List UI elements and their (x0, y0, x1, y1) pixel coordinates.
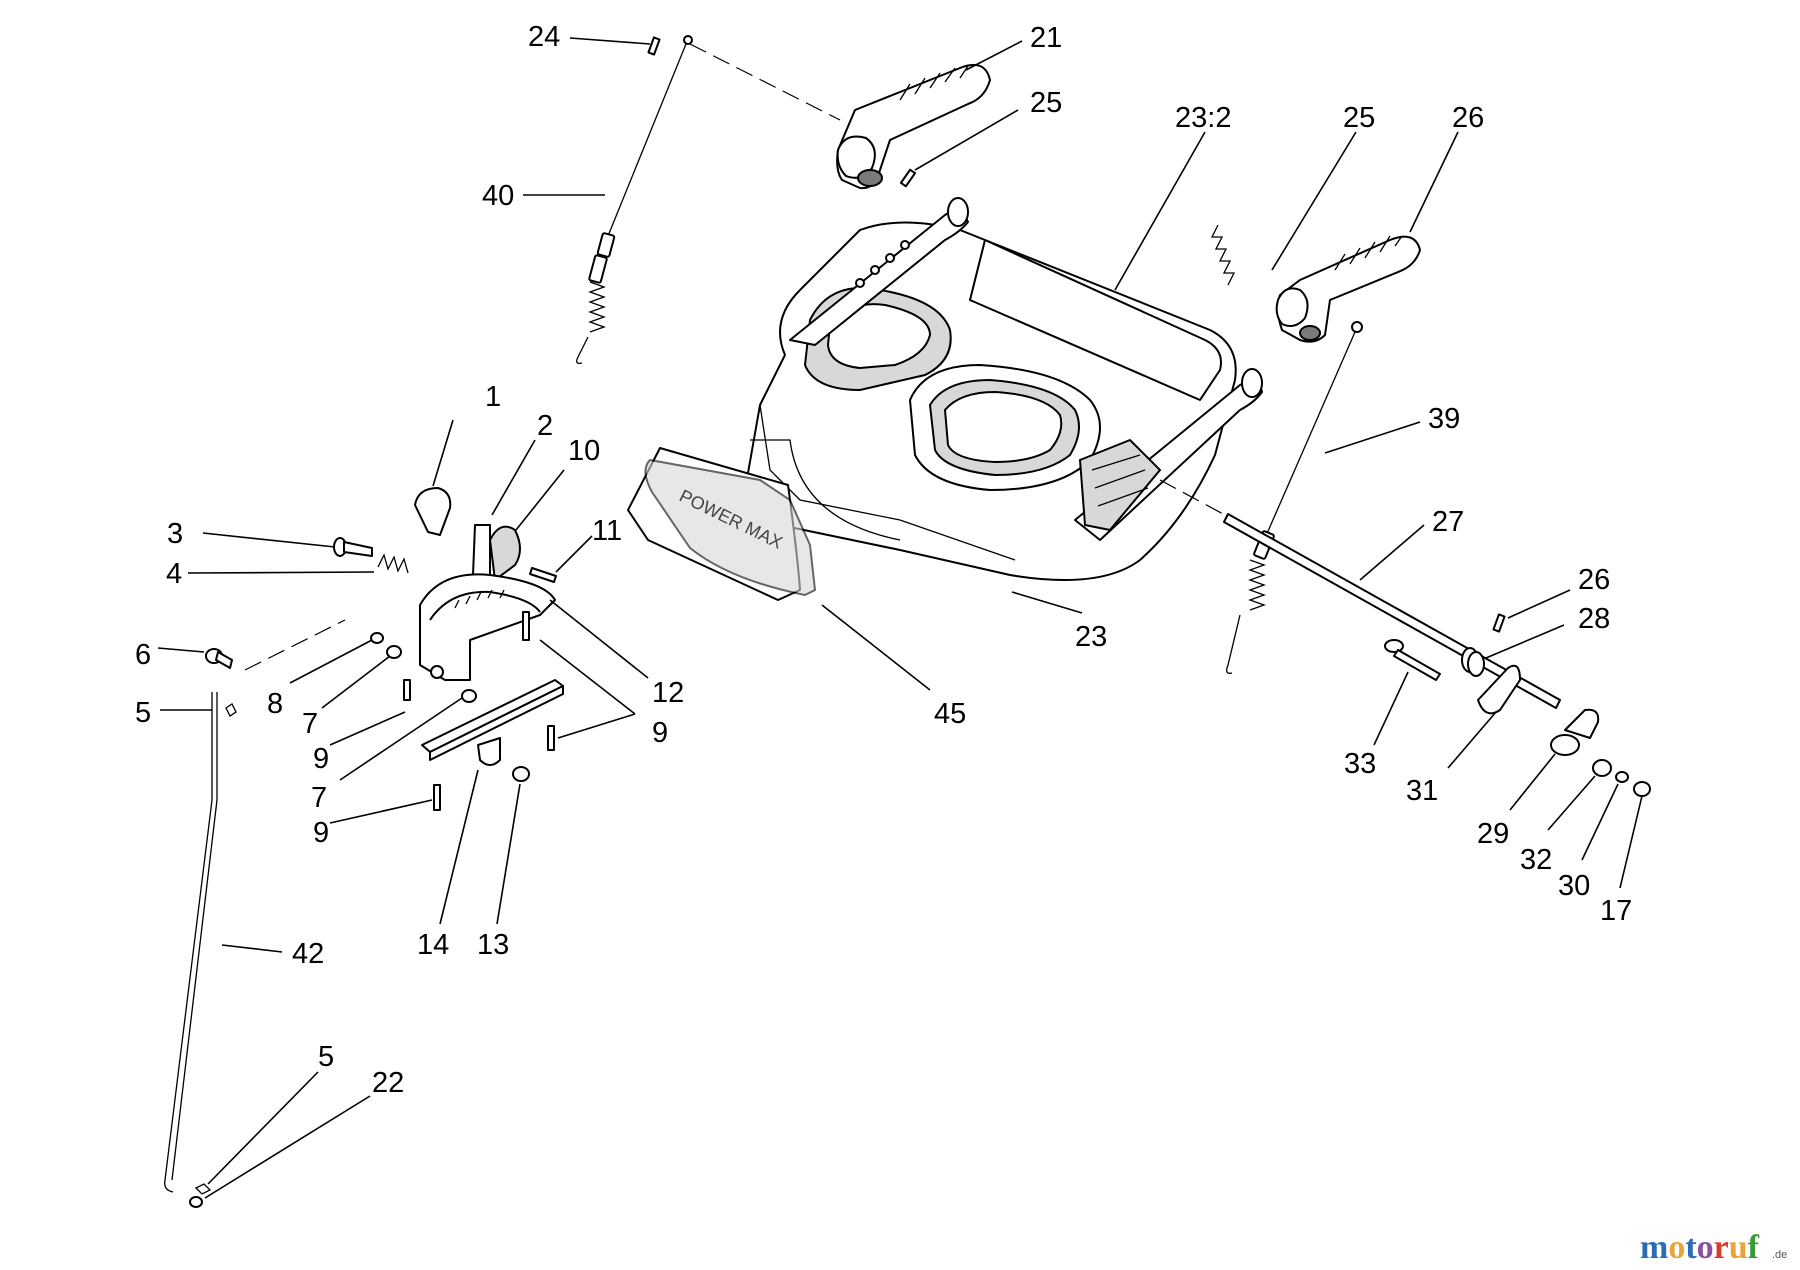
clip-5-part (225, 703, 237, 717)
screw-11-part (529, 567, 557, 583)
bolt-3-part (333, 537, 373, 557)
rod-42-part (164, 692, 218, 1193)
callout-13: 13 (477, 929, 509, 961)
power-max-panel-45: POWER MAX (627, 447, 817, 601)
callout-17: 17 (1600, 895, 1632, 927)
callout-23: 23 (1075, 621, 1107, 653)
bolt-33-part (1384, 639, 1441, 681)
plate-14-part (421, 679, 564, 766)
callout-26: 26 (1452, 102, 1484, 134)
callout-40: 40 (482, 180, 514, 212)
cam-29-part (1550, 708, 1600, 756)
assembly-line (244, 619, 346, 671)
callout-21: 21 (1030, 22, 1062, 54)
callout-8: 8 (267, 688, 283, 720)
callout-32: 32 (1520, 844, 1552, 876)
callout-7: 7 (302, 708, 318, 740)
callout-1: 1 (485, 381, 501, 413)
callout-33: 33 (1344, 748, 1376, 780)
spring-32-part (1592, 759, 1612, 777)
callout-24: 25 (1030, 87, 1062, 119)
watermark-domain: .de (1772, 1249, 1787, 1261)
pin-part (1351, 321, 1363, 333)
callout-2: 2 (537, 410, 553, 442)
shaft-27-part (1159, 479, 1561, 709)
leader-lines (157, 37, 1643, 1199)
callout-27: 27 (1432, 506, 1464, 538)
callout-22: 22 (372, 1067, 404, 1099)
washer-7-part (461, 689, 477, 703)
panel-23-2-part (969, 239, 1222, 401)
watermark-logo: motoruf (1640, 1229, 1760, 1266)
callout-29: 29 (1477, 818, 1509, 850)
connector-6-part (205, 648, 233, 669)
callout-12: 12 (652, 677, 684, 709)
spring-25-part (1210, 224, 1236, 286)
bolt-9-part (433, 784, 441, 811)
washer-30-part (1615, 771, 1629, 783)
callout-42: 42 (292, 938, 324, 970)
callout-3: 3 (167, 518, 183, 550)
callout-25: 25 (1343, 102, 1375, 134)
bushing-28-part (1461, 647, 1485, 677)
pin-part (899, 168, 917, 188)
handle-bar-left-part (789, 197, 969, 346)
callout-7: 7 (311, 782, 327, 814)
callout-9: 9 (313, 817, 329, 849)
callout-10: 10 (568, 435, 600, 467)
nut-17-part (1633, 781, 1651, 797)
assembly-line (689, 43, 841, 121)
callout-labels: 24 21 25 40 23:2 25 26 39 27 26 28 23 45… (135, 21, 1632, 1099)
callout-5: 5 (135, 697, 151, 729)
callout-28: 28 (1578, 603, 1610, 635)
callout-14: 14 (417, 929, 449, 961)
callout-11: 11 (592, 515, 622, 547)
plate-31-part (1477, 664, 1521, 715)
washer-8-part (370, 632, 384, 644)
knob-1-part (414, 487, 452, 536)
bolt-9-part (403, 679, 411, 701)
pin-part (647, 36, 661, 56)
bolt-9-part (547, 725, 555, 751)
pin-part (1492, 613, 1506, 633)
watermark: motoruf .de (1640, 1229, 1787, 1266)
washer-22-part (189, 1196, 203, 1208)
shift-bracket-part (419, 573, 556, 681)
wm-letter: m (1640, 1229, 1668, 1266)
clip-5-part (194, 1183, 212, 1195)
nut-13-part (512, 766, 530, 782)
handle-bar-right-part (1074, 368, 1263, 541)
washer-7-part (386, 645, 402, 659)
spring-4-part (377, 553, 409, 574)
callout-4: 4 (166, 558, 182, 590)
callout-9: 9 (652, 717, 668, 749)
callout-24: 26 (1578, 564, 1610, 596)
callout-39: 39 (1428, 403, 1460, 435)
callout-24: 24 (528, 21, 560, 53)
callout-5: 5 (318, 1041, 334, 1073)
callout-30: 30 (1558, 870, 1590, 902)
callout-45: 45 (934, 698, 966, 730)
handle-26-part (1275, 235, 1421, 343)
callout-9: 9 (313, 743, 329, 775)
cable-40-part (576, 35, 693, 365)
handle-21-part (836, 64, 991, 190)
callout-23-2: 23:2 (1175, 102, 1231, 134)
bolt-9-part (522, 611, 530, 641)
callout-6: 6 (135, 639, 151, 671)
callout-31: 31 (1406, 775, 1438, 807)
